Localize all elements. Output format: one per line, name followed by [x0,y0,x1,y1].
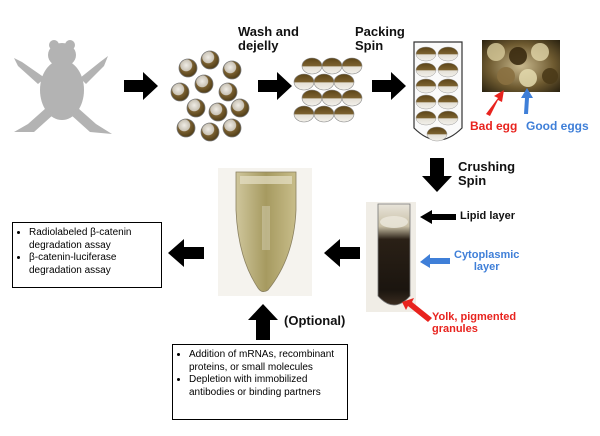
packing-spin-label: Packing Spin [355,24,405,53]
bad-egg-label: Bad egg [470,119,518,133]
arrow-up-optional [248,304,278,340]
crushing-spin-label: Crushing Spin [458,159,516,188]
option-item: Depletion with immobilized antibodies or… [189,374,343,399]
packing-tube [413,41,463,142]
option-item: Addition of mRNAs, recombinant proteins,… [189,349,343,374]
assay-item: β-catenin-luciferase degradation assay [29,252,157,277]
lipid-arrow [420,210,456,224]
cytoplasmic-layer-label: Cytoplasmic layer [454,249,520,273]
arrow-left-extract [324,239,360,267]
assay-item: Radiolabeled β-catenin degradation assay [29,227,157,252]
arrow-down-crushing [422,158,452,192]
good-egg-arrow [521,88,533,114]
bad-egg-arrow [486,90,504,116]
frog-silhouette [14,40,112,134]
extract-tube-photo [218,168,312,296]
crushed-tube-photo [366,202,416,312]
yolk-arrow [402,298,432,322]
assay-box: Radiolabeled β-catenin degradation assay… [12,222,162,288]
arrow-1 [124,72,158,100]
eggs-dejellied [293,57,363,123]
eggs-before-dejelly [170,50,250,142]
lipid-layer-label: Lipid layer [460,210,516,222]
arrow-3 [372,72,406,100]
arrow-left-assays [168,239,204,267]
optional-label: (Optional) [284,313,346,328]
cytoplasmic-arrow [420,254,450,268]
yolk-label: Yolk, pigmented granules [432,311,517,335]
good-eggs-label: Good eggs [526,119,589,133]
arrow-2 [258,72,292,100]
options-box: Addition of mRNAs, recombinant proteins,… [172,344,348,420]
egg-photo [482,40,560,92]
wash-dejelly-label: Wash and dejelly [238,24,299,53]
